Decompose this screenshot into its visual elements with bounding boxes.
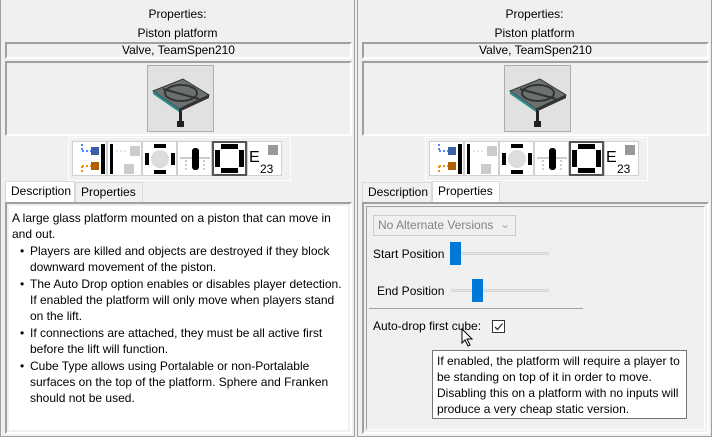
checkmark-icon (494, 323, 503, 331)
autodrop-checkbox[interactable] (492, 320, 505, 333)
start-position-track (451, 252, 549, 255)
start-position-slider[interactable] (450, 242, 461, 265)
entity-count: 23 (617, 162, 631, 175)
item-image-button[interactable] (504, 65, 571, 132)
facing-icon[interactable] (212, 141, 247, 176)
chevron-down-icon: ⌄ (499, 217, 510, 231)
piston-platform-icon (508, 77, 567, 127)
facing-icon[interactable] (569, 141, 604, 176)
panel-header: Properties: (148, 7, 207, 21)
floor-embed-icon[interactable] (534, 141, 569, 176)
input-output-icon[interactable] (72, 141, 107, 176)
tab-description[interactable]: Description (362, 182, 432, 202)
tab-description[interactable]: Description (5, 181, 75, 203)
panel-header: Properties: (505, 7, 564, 21)
description-text: A large glass platform mounted on a pist… (9, 206, 348, 430)
rotation-icon[interactable] (464, 141, 499, 176)
authors: Valve, TeamSpen210 (5, 42, 352, 59)
description-intro: A large glass platform mounted on a pist… (12, 211, 331, 242)
properties-box: No Alternate Versions ⌄ Start Position E… (362, 202, 709, 434)
item-name: Piston platform (494, 26, 575, 40)
right-properties-panel: Properties: Piston platform Valve, TeamS… (357, 0, 712, 437)
position-icon[interactable] (499, 141, 534, 176)
separator (369, 308, 583, 309)
piston-platform-icon (151, 77, 210, 127)
description-box: A large glass platform mounted on a pist… (5, 202, 352, 434)
end-position-slider[interactable] (471, 279, 483, 302)
tab-properties[interactable]: Properties (75, 182, 143, 202)
svg-text:E: E (606, 149, 617, 166)
item-image-area (362, 61, 709, 136)
description-bullet: Players are killed and objects are destr… (20, 243, 345, 276)
position-icon[interactable] (142, 141, 177, 176)
description-bullet: If connections are attached, they must b… (20, 325, 345, 358)
version-select[interactable]: No Alternate Versions ⌄ (373, 215, 516, 236)
version-select-value: No Alternate Versions (378, 218, 494, 232)
autodrop-tooltip: If enabled, the platform will require a … (432, 350, 687, 419)
floor-embed-icon[interactable] (177, 141, 212, 176)
start-position-label: Start Position (373, 247, 445, 261)
tab-properties[interactable]: Properties (432, 181, 500, 203)
autodrop-label: Auto-drop first cube: (373, 319, 482, 333)
input-output-icon[interactable] (429, 141, 464, 176)
item-image-button[interactable] (147, 65, 214, 132)
end-position-label: End Position (377, 284, 445, 298)
item-image-area (5, 61, 352, 136)
mouse-cursor-icon (461, 328, 474, 347)
item-name: Piston platform (137, 26, 218, 40)
entity-count: 23 (260, 162, 274, 175)
end-position-track (451, 289, 549, 292)
svg-text:E: E (249, 149, 260, 166)
authors: Valve, TeamSpen210 (362, 42, 709, 59)
rotation-icon[interactable] (107, 141, 142, 176)
description-bullet: The Auto Drop option enables or disables… (20, 276, 345, 325)
left-properties-panel: Properties: Piston platform Valve, TeamS… (0, 0, 355, 437)
description-bullet: Cube Type allows using Portalable or non… (20, 358, 345, 407)
